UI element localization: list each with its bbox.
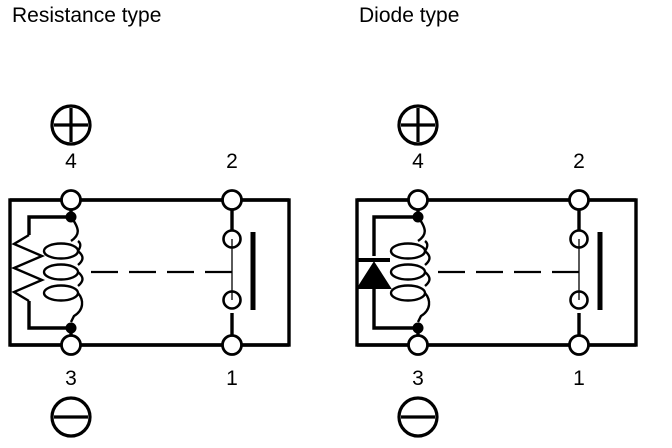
resistor-branch-top-wire	[27, 215, 71, 235]
terminal-node-1	[568, 334, 590, 356]
terminal-node-4	[407, 189, 429, 211]
terminal-node-3	[60, 334, 82, 356]
diode-branch-top-wire	[372, 215, 418, 256]
terminal-label-3: 3	[65, 367, 77, 390]
diagram-title-resistance: Resistance type	[12, 4, 162, 27]
schematic-resistance-type: 4 2	[8, 104, 291, 438]
terminal-node-3	[407, 334, 429, 356]
terminal-label-1: 1	[226, 367, 238, 390]
diode-anode-triangle	[356, 261, 392, 289]
terminal-label-1: 1	[573, 367, 585, 390]
terminal-node-2	[568, 189, 590, 211]
resistor-branch-bottom-wire	[27, 310, 71, 330]
terminal-label-4: 4	[65, 150, 77, 173]
diode-branch-bottom-wire	[372, 289, 418, 330]
minus-polarity-icon	[397, 396, 439, 438]
terminal-label-4: 4	[412, 150, 424, 173]
schematic-diode-type: 4 2	[355, 104, 638, 438]
terminal-label-3: 3	[412, 367, 424, 390]
terminal-label-2: 2	[573, 150, 585, 173]
terminal-node-1	[221, 334, 243, 356]
terminal-label-2: 2	[226, 150, 238, 173]
terminal-node-2	[221, 189, 243, 211]
diode-symbol	[356, 258, 392, 289]
resistor-symbol	[10, 233, 46, 303]
coil-symbol	[389, 216, 431, 323]
diagram-title-diode: Diode type	[359, 4, 460, 27]
coil-symbol	[42, 216, 84, 323]
terminal-node-4	[60, 189, 82, 211]
minus-polarity-icon	[50, 396, 92, 438]
plus-polarity-icon	[397, 104, 439, 146]
plus-polarity-icon	[50, 104, 92, 146]
